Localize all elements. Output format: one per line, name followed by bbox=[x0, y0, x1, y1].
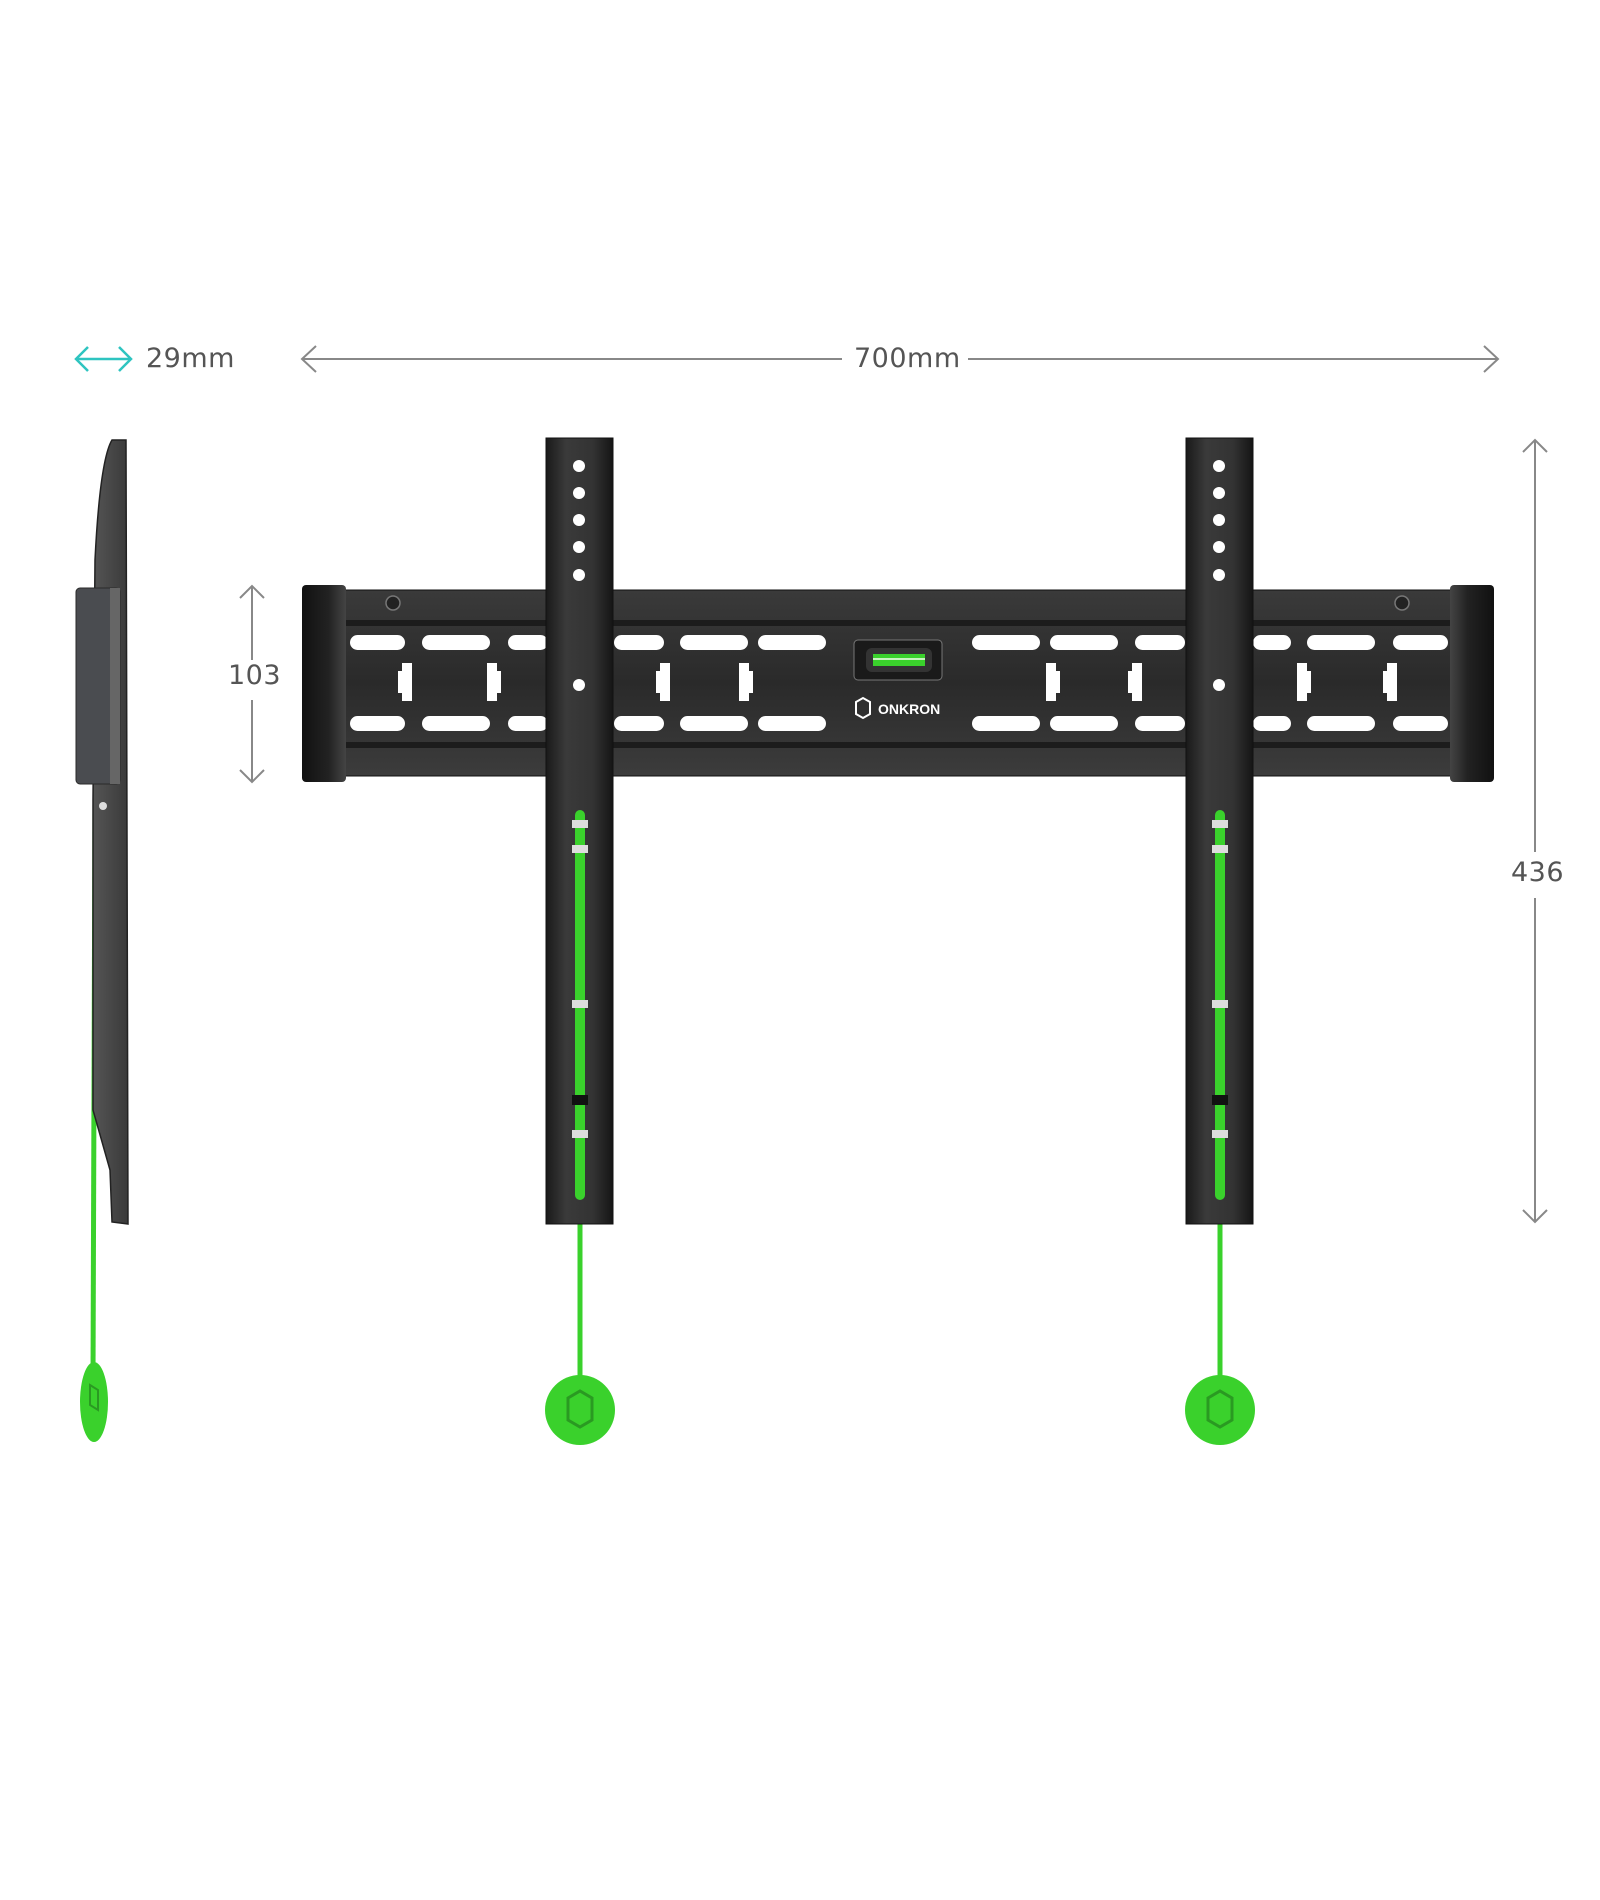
right-end-cap bbox=[1450, 585, 1494, 782]
width-label: 700mm bbox=[850, 343, 965, 375]
bubble-level bbox=[853, 639, 943, 681]
side-pull-tab bbox=[80, 1362, 108, 1442]
onkron-logo: ONKRON bbox=[855, 696, 940, 720]
depth-label: 29mm bbox=[146, 343, 235, 375]
left-end-cap bbox=[302, 585, 346, 782]
plate-height-label: 103 bbox=[228, 660, 282, 692]
total-height-label: 436 bbox=[1511, 857, 1565, 889]
side-profile-view bbox=[75, 439, 129, 1442]
svg-text:ONKRON: ONKRON bbox=[878, 701, 940, 717]
plate-slots bbox=[350, 635, 1448, 731]
left-pull-tab[interactable] bbox=[545, 1375, 615, 1445]
plate-height-arrow bbox=[239, 584, 265, 784]
total-height-arrow bbox=[1522, 438, 1548, 1224]
depth-arrow bbox=[74, 346, 133, 372]
left-vertical-rail bbox=[545, 437, 614, 1225]
right-pull-tab[interactable] bbox=[1185, 1375, 1255, 1445]
right-vertical-rail bbox=[1185, 437, 1254, 1225]
wall-plate: ONKRON bbox=[302, 585, 1494, 782]
width-arrow bbox=[300, 345, 1500, 373]
